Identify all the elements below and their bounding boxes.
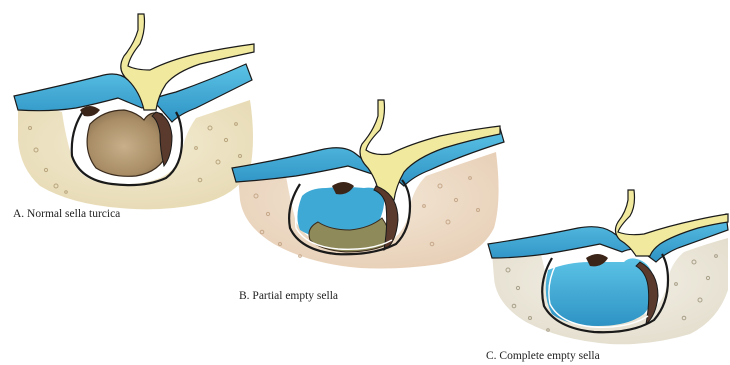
caption-partial-empty-sella: B. Partial empty sella xyxy=(239,290,338,302)
panel-a-clinoid xyxy=(80,106,100,116)
caption-normal-sella: A. Normal sella turcica xyxy=(13,208,120,220)
panel-c-complete-empty-sella xyxy=(488,190,728,344)
panel-c-csf-in-sella xyxy=(546,258,655,326)
panel-b-partial-empty-sella xyxy=(232,100,504,269)
caption-complete-empty-sella: C. Complete empty sella xyxy=(486,350,600,362)
panel-a-normal-sella xyxy=(14,14,254,209)
